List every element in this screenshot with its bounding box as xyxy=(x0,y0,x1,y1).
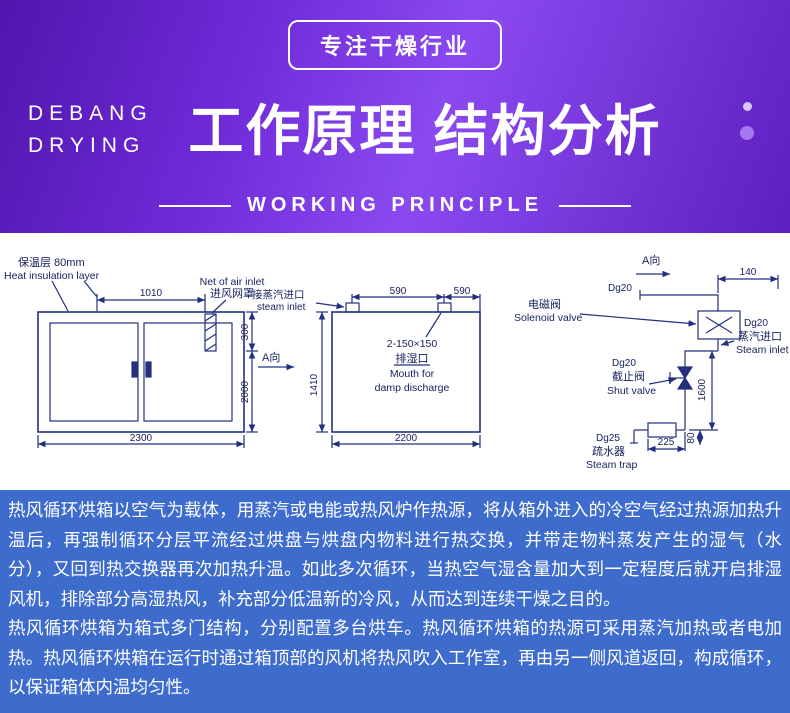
brand-line2: DRYING xyxy=(28,133,146,157)
shut-valve-leader xyxy=(648,377,677,385)
working-principle-description: 热风循环烘箱以空气为载体，用蒸汽或电能或热风炉作热源，将从箱外进入的冷空气经过热… xyxy=(0,490,790,713)
damp-leader-line xyxy=(425,312,442,338)
steam-pipe xyxy=(630,290,719,444)
label-dg25: Dg25 xyxy=(596,433,620,444)
label-dim-590a: 590 xyxy=(390,286,407,297)
label-a-view-right: A向 xyxy=(642,253,660,267)
hero-header: 专注干燥行业 DEBANG DRYING 工作原理 结构分析 WORKING P… xyxy=(0,0,790,233)
label-dim-1410: 1410 xyxy=(309,373,320,396)
label-insulation-en: Heat insulation layer xyxy=(4,270,100,282)
side-view-drawing xyxy=(258,293,481,448)
dim-140-lines xyxy=(717,275,779,293)
air-inlet-net xyxy=(204,313,217,352)
industry-badge-label: 专注干燥行业 xyxy=(319,34,471,59)
door-handle-left xyxy=(131,361,138,378)
label-damp-en2: damp discharge xyxy=(375,382,450,394)
label-net-en: Net of air inlet xyxy=(200,276,265,288)
label-dg20-shut: Dg20 xyxy=(612,358,636,369)
oven-door-right xyxy=(143,322,233,422)
label-dim-80: 80 xyxy=(686,432,697,444)
steam-inlet-leader xyxy=(315,302,345,310)
label-dg20-steam: Dg20 xyxy=(744,318,768,329)
subtitle-rule-right xyxy=(559,204,632,207)
technical-drawing-panel: 保温层 80mm Heat insulation layer 1010 Net … xyxy=(0,233,790,490)
label-steam-cn: 接蒸汽进口 xyxy=(252,288,305,301)
brand-logo: DEBANG DRYING xyxy=(28,98,153,161)
shut-valve-symbol xyxy=(669,366,694,390)
solenoid-leader xyxy=(579,313,697,327)
label-dim-300: 300 xyxy=(240,323,251,340)
technical-drawing: 保温层 80mm Heat insulation layer 1010 Net … xyxy=(4,253,789,471)
steam-trap-symbol xyxy=(647,422,677,438)
label-dim-1010: 1010 xyxy=(140,288,163,299)
label-a-view-middle: A向 xyxy=(262,350,280,364)
dim-1600-lines xyxy=(689,351,718,431)
label-dim-1600: 1600 xyxy=(697,378,708,401)
label-dim-225: 225 xyxy=(658,437,675,448)
label-dim-2300: 2300 xyxy=(130,433,153,444)
net-leader-line xyxy=(211,299,227,314)
label-solenoid-cn: 电磁阀 xyxy=(528,297,561,311)
dim-2200-lines xyxy=(331,435,481,448)
dim-225-lines xyxy=(647,432,686,453)
dim-590-lines xyxy=(351,293,481,312)
label-shut-cn: 截止阀 xyxy=(612,369,645,383)
door-handle-right xyxy=(145,361,152,378)
insulation-leader-lines xyxy=(51,280,98,312)
label-steam-inlet-en: Steam inlet xyxy=(736,344,789,356)
brand-line1: DEBANG xyxy=(28,102,153,125)
dim-300-2000-lines xyxy=(246,311,258,433)
decor-dot-small xyxy=(742,102,752,111)
subtitle: WORKING PRINCIPLE xyxy=(246,194,544,216)
label-damp-en1: Mouth for xyxy=(390,368,435,380)
label-insulation-cn: 保温层 80mm xyxy=(18,255,85,269)
label-solenoid-en: Solenoid valve xyxy=(514,312,582,324)
oven-side-box xyxy=(331,311,481,433)
label-damp-spec: 2-150×150 xyxy=(387,338,438,350)
page-title: 工作原理 结构分析 xyxy=(188,100,662,162)
label-dim-590b: 590 xyxy=(454,286,471,297)
label-net-cn: 进风网罩 xyxy=(210,287,254,300)
decor-dot-large xyxy=(740,126,754,140)
industry-badge: 专注干燥行业 xyxy=(287,20,503,70)
steam-stub-left xyxy=(345,302,360,313)
subtitle-row: WORKING PRINCIPLE xyxy=(0,194,790,217)
label-dim-2200: 2200 xyxy=(395,433,418,444)
label-trap-cn: 疏水器 xyxy=(592,444,625,458)
steam-inlet-leader-right xyxy=(720,339,735,346)
oven-door-left xyxy=(49,322,139,422)
front-view-drawing xyxy=(37,280,258,448)
dim-1410-lines xyxy=(316,311,328,433)
dim-1010-lines xyxy=(96,294,206,312)
label-trap-en: Steam trap xyxy=(586,459,638,471)
dim-2300-lines xyxy=(37,435,245,448)
piping-drawing xyxy=(579,270,779,453)
decor-dots xyxy=(740,102,754,140)
label-damp-cn: 排湿口 xyxy=(396,351,429,365)
label-dim-140: 140 xyxy=(740,267,757,278)
solenoid-valve-symbol xyxy=(697,310,741,340)
steam-stub-right xyxy=(437,302,452,313)
label-dim-2000: 2000 xyxy=(240,380,251,403)
description-paragraph-2: 热风循环烘箱为箱式多门结构，分别配置多台烘车。热风循环烘箱的热源可采用蒸汽加热或… xyxy=(8,618,782,697)
label-shut-en: Shut valve xyxy=(607,385,656,397)
label-steam-en: steam inlet xyxy=(257,302,306,313)
oven-outer-box xyxy=(37,311,245,433)
description-paragraph-1: 热风循环烘箱以空气为载体，用蒸汽或电能或热风炉作热源，将从箱外进入的冷空气经过热… xyxy=(8,500,782,609)
label-steam-inlet-cn: 蒸汽进口 xyxy=(738,329,782,343)
label-dg20-top: Dg20 xyxy=(608,283,632,294)
subtitle-rule-left xyxy=(158,204,231,207)
